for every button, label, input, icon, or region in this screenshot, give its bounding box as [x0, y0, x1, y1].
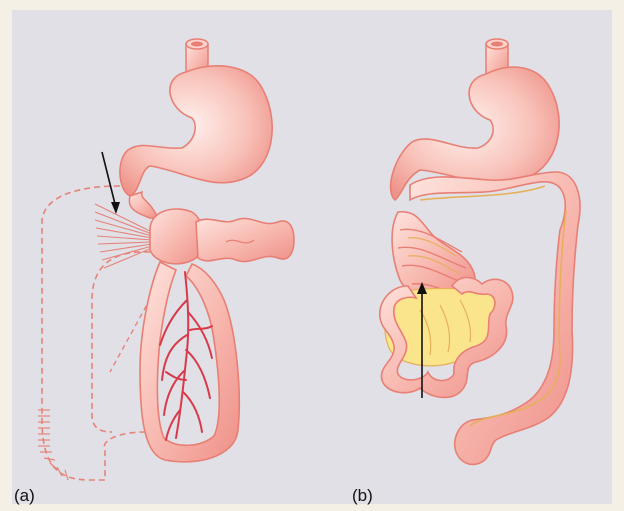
small-bowel-loop — [140, 262, 239, 462]
panel-label-a: (a) — [14, 486, 35, 506]
stomach — [120, 66, 272, 196]
arrow-a — [102, 152, 120, 214]
colon-segment — [196, 218, 294, 261]
caecum — [150, 209, 204, 264]
duodenum — [129, 192, 158, 218]
diagram-a — [38, 39, 294, 480]
diagram-b — [380, 39, 580, 464]
panel-label-b: (b) — [352, 486, 373, 506]
